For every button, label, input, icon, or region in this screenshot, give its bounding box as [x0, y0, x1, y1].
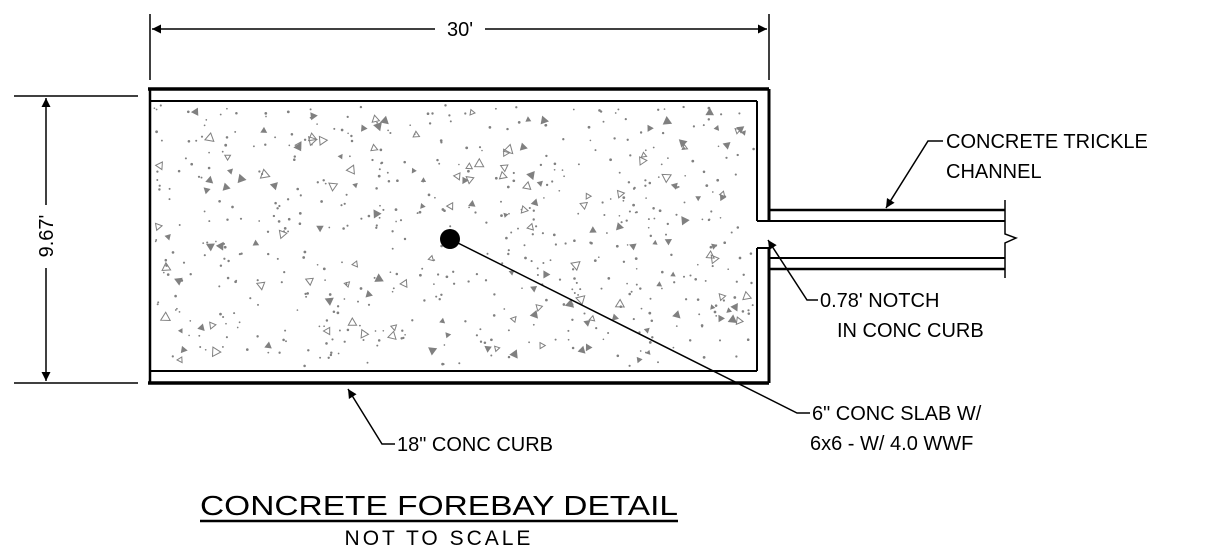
concrete-hatch-pattern	[153, 104, 755, 368]
curb-leader	[347, 388, 395, 445]
slab-label-line2: 6x6 - W/ 4.0 WWF	[810, 433, 973, 455]
width-dimension-label: 30'	[447, 19, 473, 41]
trickle-channel	[769, 200, 1018, 278]
forebay-slab-outline	[148, 87, 771, 385]
height-dimension-label: 9.67'	[36, 215, 58, 258]
trickle-channel-label-line1: CONCRETE TRICKLE	[946, 131, 1148, 153]
detail-subtitle: NOT TO SCALE	[345, 527, 534, 550]
trickle-channel-label-line2: CHANNEL	[946, 161, 1042, 183]
notch-label-line2: IN CONC CURB	[837, 320, 984, 342]
curb-label: 18" CONC CURB	[397, 434, 553, 456]
notch-leader	[767, 239, 818, 301]
detail-title: CONCRETE FOREBAY DETAIL	[200, 490, 678, 521]
trickle-channel-leader	[885, 140, 943, 209]
slab-leader	[440, 229, 810, 414]
height-dimension	[14, 95, 138, 384]
slab-label-line1: 6" CONC SLAB W/	[812, 403, 982, 425]
width-dimension	[149, 14, 770, 80]
notch-label-line1: 0.78' NOTCH	[820, 290, 939, 312]
